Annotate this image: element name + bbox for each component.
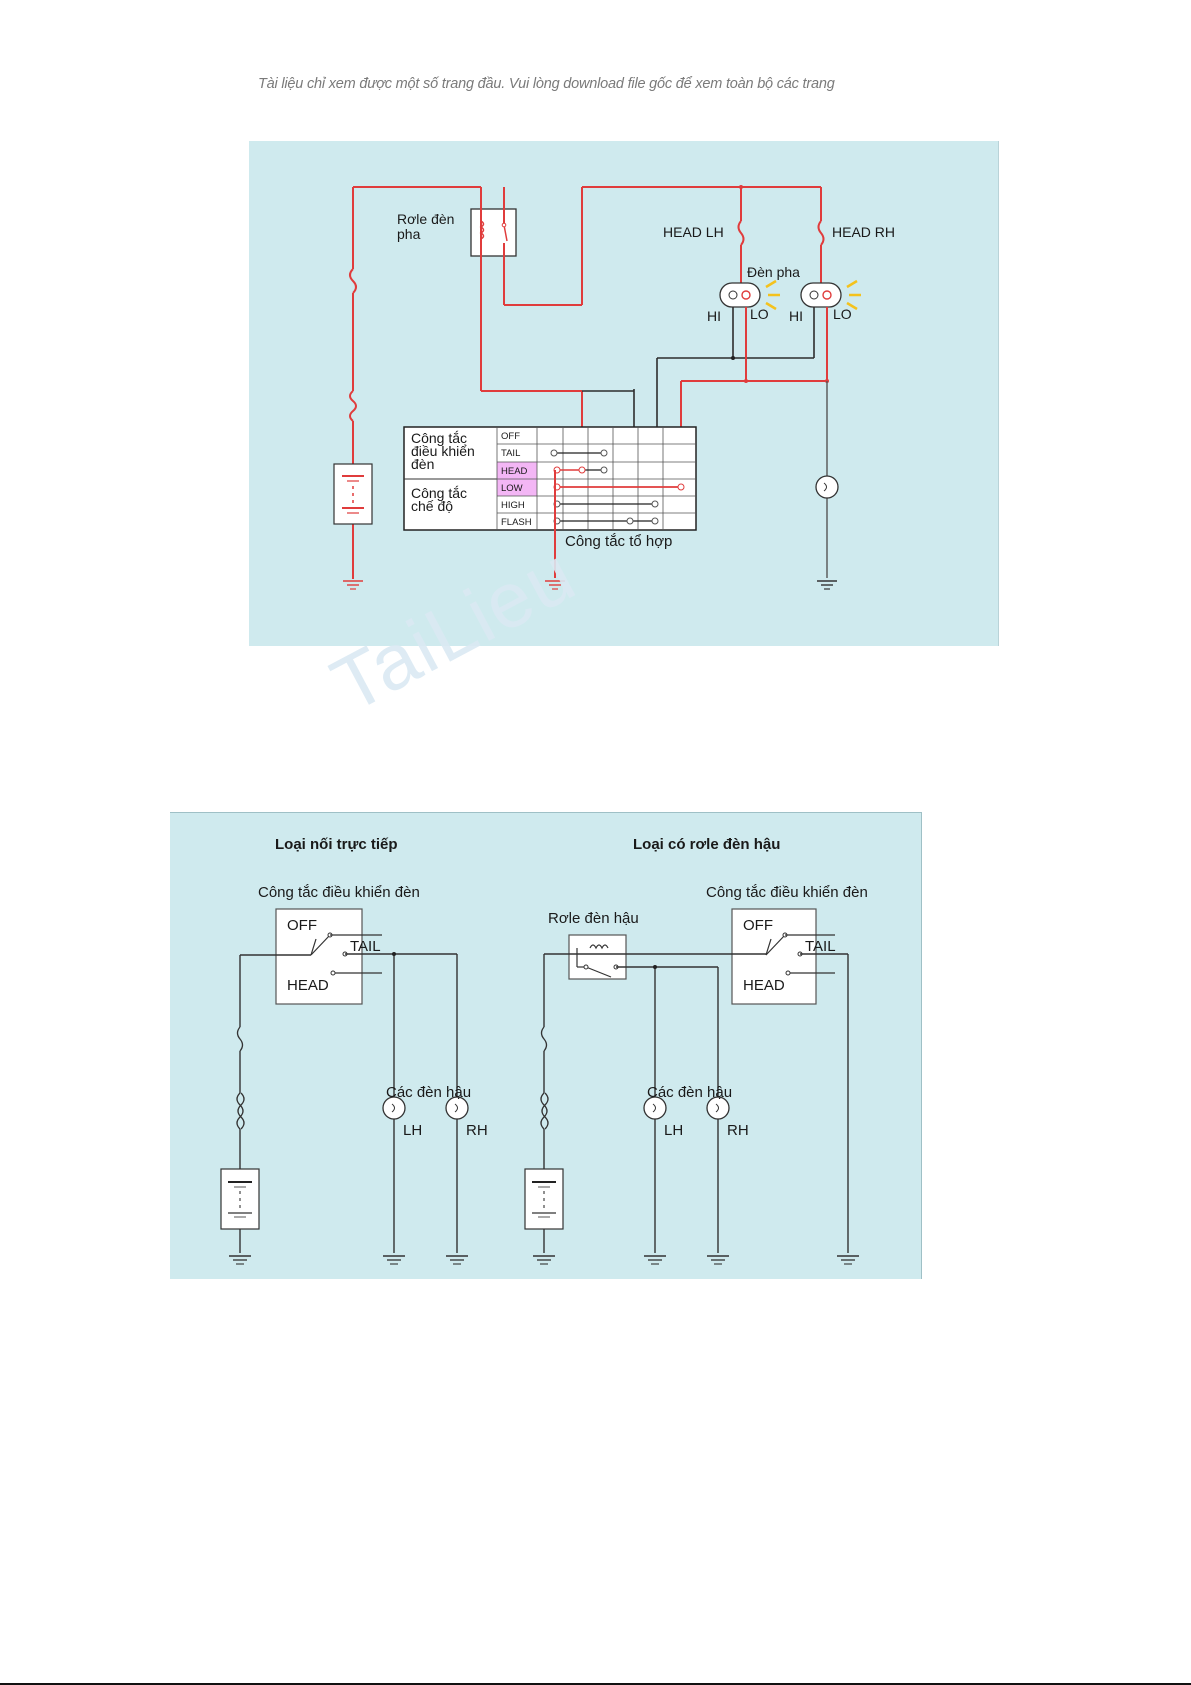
pos-off: OFF — [501, 431, 520, 442]
left-off-label: OFF — [287, 917, 317, 934]
high-beam-indicator — [815, 475, 839, 499]
left-tail-lamps-label: Các đèn hậu — [386, 1084, 471, 1101]
headlight-relay — [470, 187, 517, 391]
relay-output-wire — [504, 186, 825, 306]
right-switch-label: Công tắc điều khiển đèn — [706, 884, 868, 901]
fusible-link-icon — [540, 1092, 549, 1130]
light-switch-label-2: điều khiển — [411, 443, 475, 459]
hi-lh-label: HI — [707, 308, 721, 324]
fusible-link-icon — [236, 1092, 245, 1130]
right-rh-label: RH — [727, 1122, 749, 1139]
right-tail-lamps-label: Các đèn hậu — [647, 1084, 732, 1101]
direct-type-title: Loại nối trực tiếp — [275, 836, 398, 853]
left-rh-label: RH — [466, 1122, 488, 1139]
headlamp-lh — [719, 279, 780, 311]
battery-icon — [524, 1168, 564, 1230]
right-head-label: HEAD — [743, 977, 785, 994]
ground-symbol — [342, 580, 364, 590]
tail-light-circuit-svg: Loại nối trực tiếp Loại có rơle đèn hậu … — [220, 836, 868, 1265]
pos-low: LOW — [501, 483, 523, 494]
headlamp-rh — [800, 279, 861, 311]
tail-light-circuit-diagram: Loại nối trực tiếp Loại có rơle đèn hậu … — [170, 812, 922, 1279]
tail-relay-label: Rơle đèn hậu — [548, 910, 639, 927]
tail-light-relay — [568, 934, 627, 980]
light-switch-label-3: đèn — [411, 456, 434, 472]
lo-rh-label: LO — [833, 306, 852, 322]
relay-type-title: Loại có rơle đèn hậu — [633, 836, 780, 853]
fuse-head-lh-label: HEAD LH — [663, 224, 724, 240]
pos-high: HIGH — [501, 500, 525, 511]
lo-lh-label: LO — [750, 306, 769, 322]
page-bottom-rule — [0, 1683, 1191, 1685]
hi-rh-label: HI — [789, 308, 803, 324]
fuse-icon — [236, 1026, 244, 1052]
battery-icon — [220, 1168, 260, 1230]
headlight-circuit-svg: Rơle đèn pha HEAD LH HEAD RH Đèn pha HI … — [333, 185, 895, 590]
mode-switch-label-1: Công tắc — [411, 485, 467, 501]
high-beam-wires — [633, 307, 815, 427]
pos-tail: TAIL — [501, 448, 520, 459]
left-tail-label: TAIL — [350, 938, 381, 955]
ground-symbol — [643, 1255, 667, 1265]
headlight-circuit-diagram: Rơle đèn pha HEAD LH HEAD RH Đèn pha HI … — [249, 141, 999, 646]
right-light-control-switch — [731, 908, 835, 1005]
battery-feed-wire — [349, 186, 481, 579]
left-switch-label: Công tắc điều khiển đèn — [258, 884, 420, 901]
fuse-icon — [540, 1026, 548, 1052]
battery-symbol — [333, 463, 373, 525]
combination-switch-table — [403, 426, 697, 578]
ground-symbol — [382, 1255, 406, 1265]
ground-symbol — [706, 1255, 730, 1265]
mode-switch-label-2: chế độ — [411, 498, 453, 514]
left-lh-label: LH — [403, 1122, 422, 1139]
ground-symbol — [816, 580, 838, 590]
pos-flash: FLASH — [501, 517, 532, 528]
ground-symbol — [836, 1255, 860, 1265]
relay-label-2: pha — [397, 226, 421, 242]
left-light-control-switch — [275, 908, 382, 1005]
ground-symbol — [445, 1255, 469, 1265]
fuse-head-rh-label: HEAD RH — [832, 224, 895, 240]
right-lh-label: LH — [664, 1122, 683, 1139]
preview-notice: Tài liệu chỉ xem được một số trang đầu. … — [258, 76, 835, 92]
pos-head: HEAD — [501, 466, 528, 477]
left-head-label: HEAD — [287, 977, 329, 994]
right-off-label: OFF — [743, 917, 773, 934]
relay-label-1: Rơle đèn — [397, 211, 454, 227]
right-tail-label: TAIL — [805, 938, 836, 955]
light-switch-label-1: Công tắc — [411, 430, 467, 446]
combination-switch-title: Công tắc tổ hợp — [565, 533, 672, 550]
ground-symbol — [532, 1255, 556, 1265]
headlamp-label: Đèn pha — [747, 264, 800, 280]
ground-symbol — [228, 1255, 252, 1265]
